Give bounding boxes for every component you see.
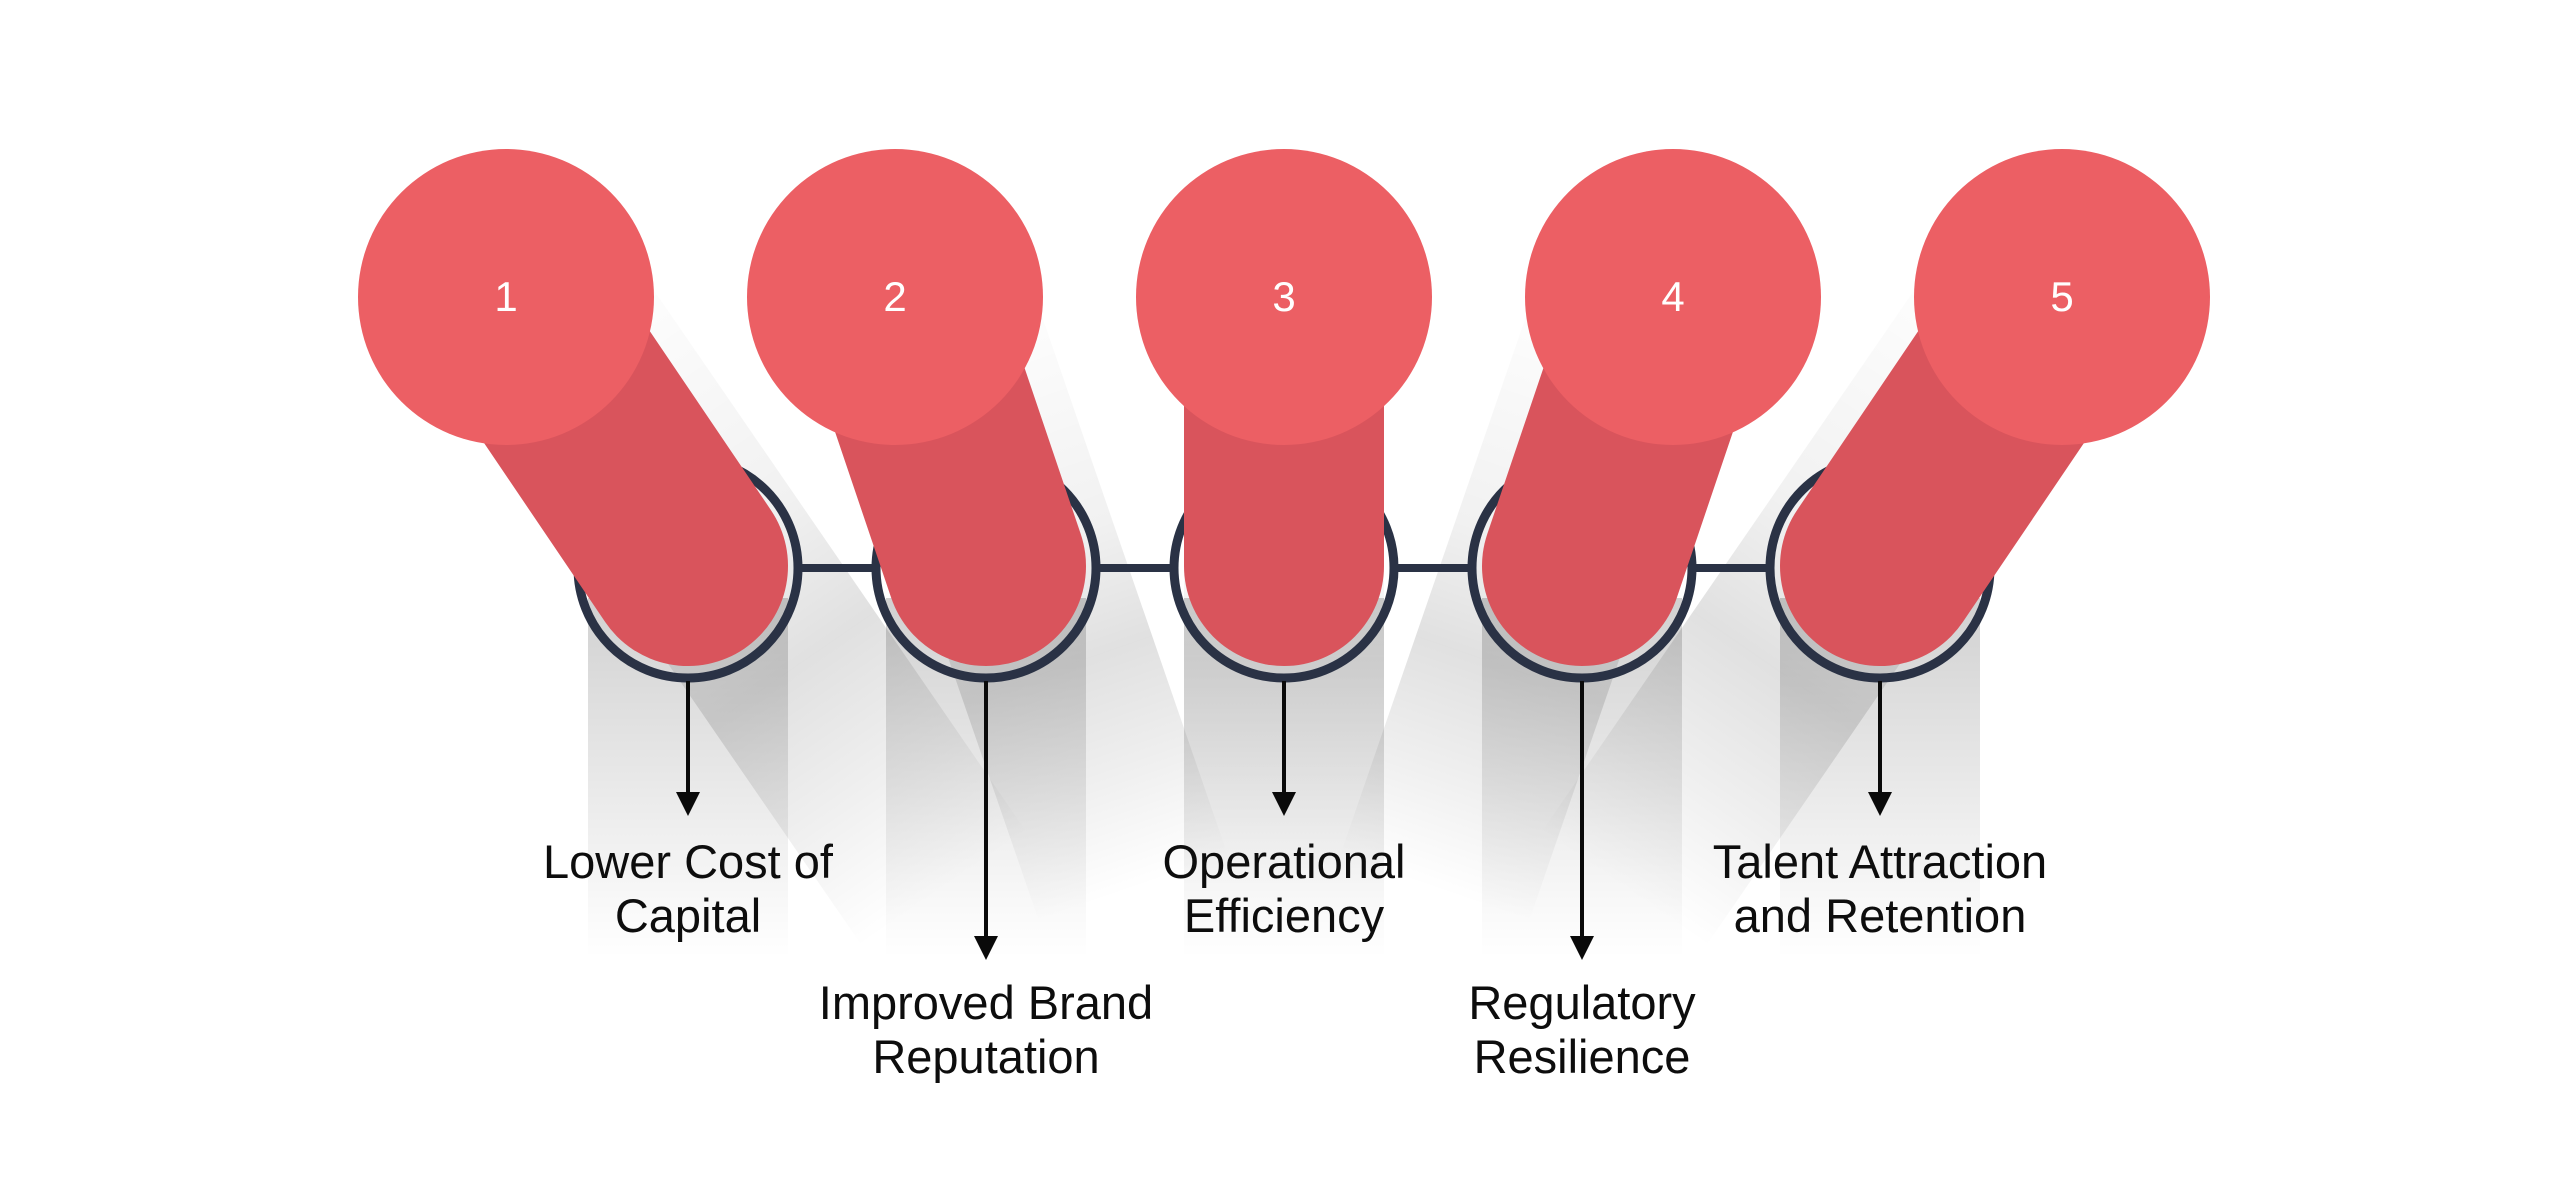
step-number: 3 xyxy=(1272,273,1295,320)
cylinder-top-face xyxy=(1914,149,2210,445)
step-label-line2: Efficiency xyxy=(1184,889,1385,942)
cylinder-step-2: 2 xyxy=(747,149,1086,666)
callout-step-3: Operational Efficiency xyxy=(1163,681,1406,942)
cylinder-top-face xyxy=(1136,149,1432,445)
step-label-line2: and Retention xyxy=(1734,889,2027,942)
step-number: 5 xyxy=(2050,273,2073,320)
step-number: 4 xyxy=(1661,273,1684,320)
arrow-down-icon xyxy=(974,936,998,960)
callout-step-4: Regulatory Resilience xyxy=(1468,681,1696,1083)
step-number: 1 xyxy=(494,273,517,320)
step-label-line1: Improved Brand xyxy=(819,976,1153,1029)
cylinder-step-4: 4 xyxy=(1482,149,1821,666)
cylinder-top-face xyxy=(358,149,654,445)
cylinders-layer: 1 2 3 4 5 xyxy=(358,149,2210,666)
step-label-line2: Capital xyxy=(615,889,761,942)
arrow-down-icon xyxy=(1272,792,1296,816)
callout-step-5: Talent Attraction and Retention xyxy=(1713,681,2047,942)
step-label-line1: Regulatory xyxy=(1468,976,1696,1029)
callouts-layer: Lower Cost of Capital Improved Brand Rep… xyxy=(543,681,2047,1083)
callout-step-1: Lower Cost of Capital xyxy=(543,681,834,942)
step-label-line2: Reputation xyxy=(872,1030,1099,1083)
cylinder-step-5: 5 xyxy=(1780,149,2210,666)
step-number: 2 xyxy=(883,273,906,320)
arrow-down-icon xyxy=(676,792,700,816)
cylinder-top-face xyxy=(1525,149,1821,445)
step-label-line1: Talent Attraction xyxy=(1713,835,2047,888)
arrow-down-icon xyxy=(1570,936,1594,960)
arrow-down-icon xyxy=(1868,792,1892,816)
cylinder-top-face xyxy=(747,149,1043,445)
step-label-line1: Operational xyxy=(1163,835,1406,888)
callout-step-2: Improved Brand Reputation xyxy=(819,681,1153,1083)
step-label-line2: Resilience xyxy=(1474,1030,1691,1083)
step-label-line1: Lower Cost of xyxy=(543,835,834,888)
cylinder-step-3: 3 xyxy=(1136,149,1432,666)
cylinder-step-1: 1 xyxy=(358,149,788,666)
